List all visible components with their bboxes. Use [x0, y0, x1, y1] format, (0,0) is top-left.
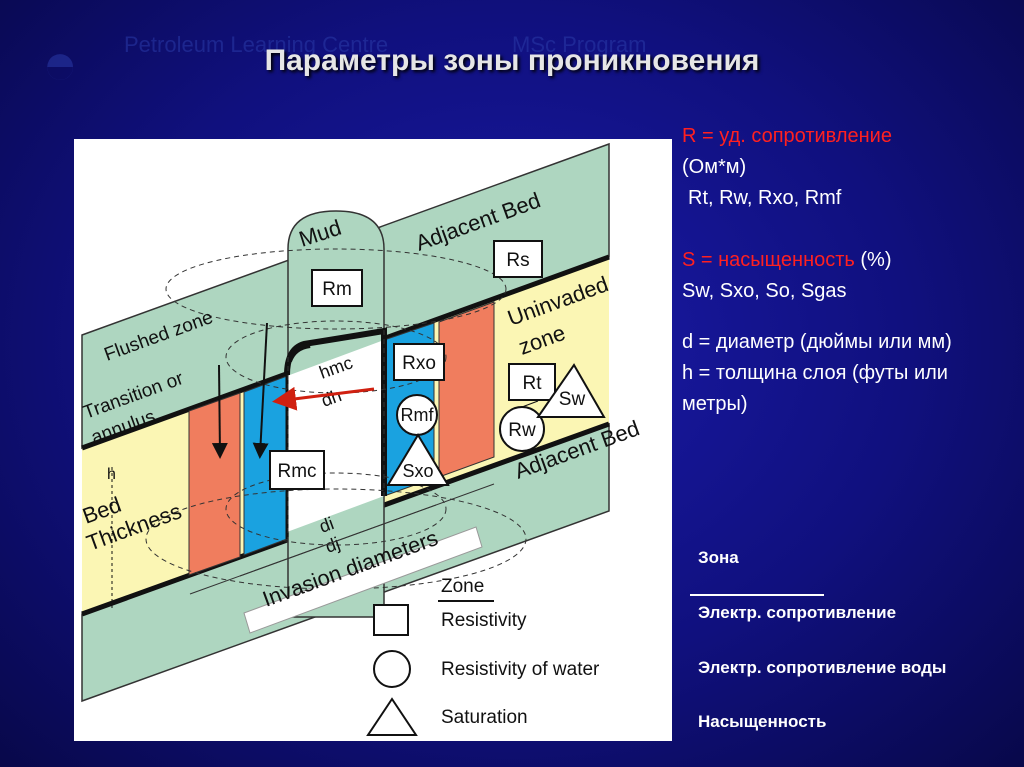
- dj-label: dj: [323, 533, 343, 557]
- legend-triangle: [366, 697, 418, 736]
- transition-left: [188, 392, 241, 576]
- sw-label: Sw: [559, 389, 586, 410]
- s-list: Sw, Sxo, So, Sgas: [682, 280, 847, 302]
- legend-ru-saturation: Насыщенность: [698, 712, 827, 731]
- watermark-logo: ◓: [42, 30, 79, 97]
- r-definition: R = уд. сопротивление: [682, 125, 892, 147]
- s-unit: (%): [854, 249, 892, 271]
- legend-ru-divider: [690, 594, 824, 596]
- legend-ru-zone: Зона: [698, 548, 739, 567]
- legend-resistivity: Resistivity: [441, 610, 527, 631]
- rs-label: Rs: [506, 250, 529, 271]
- sxo-label: Sxo: [402, 461, 433, 481]
- rt-label: Rt: [523, 373, 543, 394]
- invasion-band: [243, 526, 483, 634]
- s-def-text: S = насыщенность: [682, 249, 855, 271]
- r-list: Rt, Rw, Rxo, Rmf: [688, 187, 842, 209]
- legend-ru-water: Электр. сопротивление воды: [698, 658, 947, 677]
- legend-zone-title: Zone: [441, 576, 484, 597]
- rw-label: Rw: [508, 420, 536, 441]
- watermark-text-1: Petroleum Learning Centre: [124, 32, 389, 57]
- legend-circle: [373, 650, 411, 688]
- page-title: Параметры зоны проникновения: [264, 44, 760, 77]
- rxo-label: Rxo: [402, 353, 436, 374]
- watermark-text-2: MSc Program: [512, 32, 647, 57]
- d-definition: d = диаметр (дюймы или мм): [682, 331, 952, 353]
- legend-water: Resistivity of water: [441, 659, 600, 680]
- legend-ru-resistivity: Электр. сопротивление: [698, 603, 897, 622]
- legend-square: [373, 604, 409, 636]
- rm-label: Rm: [322, 279, 352, 300]
- rmc-label: Rmc: [277, 461, 316, 482]
- invasion-diagram: Mud Adjacent Bed Uninvaded zone Adjacent…: [74, 139, 672, 741]
- parameters-text: R = уд. сопротивление (Ом*м) Rt, Rw, Rxo…: [682, 121, 1012, 420]
- transition-right: [438, 301, 495, 478]
- r-unit: (Ом*м): [682, 156, 747, 178]
- h-label: h: [107, 466, 116, 483]
- legend-saturation: Saturation: [441, 707, 528, 728]
- rmf-label: Rmf: [401, 405, 435, 425]
- s-definition: S = насыщенность (%): [682, 245, 1012, 276]
- di-label: di: [317, 513, 337, 537]
- h-definition: h = толщина слоя (футы или метры): [682, 362, 948, 415]
